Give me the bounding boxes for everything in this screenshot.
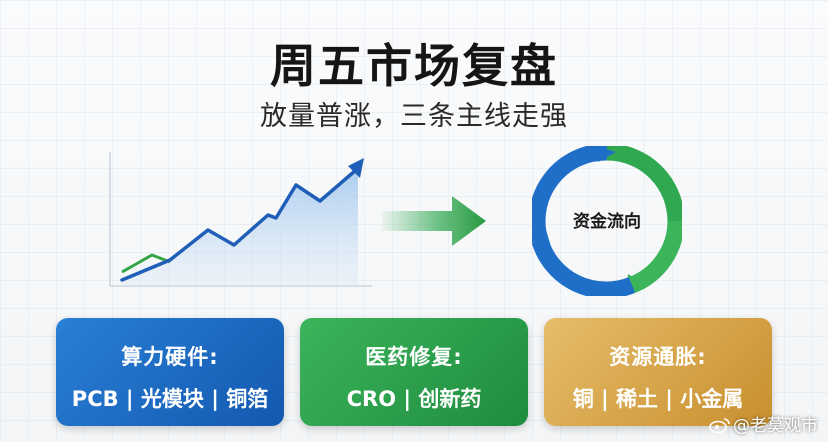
page-subtitle: 放量普涨，三条主线走强 — [260, 101, 568, 132]
card-body: PCB | 光模块 | 铜箔 — [71, 387, 269, 411]
card-body: 铜 | 稀土 | 小金属 — [572, 387, 744, 411]
page-title: 周五市场复盘 — [270, 39, 558, 93]
arrow-right-icon — [382, 192, 488, 250]
card-resource-inflation: 资源通胀: 铜 | 稀土 | 小金属 — [544, 318, 772, 426]
card-body: CRO | 创新药 — [346, 387, 482, 411]
weibo-icon — [709, 418, 730, 433]
cycle-arrows-icon — [528, 143, 685, 299]
card-title: 算力硬件: — [121, 345, 219, 369]
cycle-label: 资金流向 — [573, 212, 641, 232]
card-compute-hardware: 算力硬件: PCB | 光模块 | 铜箔 — [56, 318, 284, 426]
trend-up-arrow-icon — [109, 152, 372, 287]
card-title: 医药修复: — [365, 345, 463, 369]
watermark-text: @老莫观市 — [733, 416, 818, 436]
card-title: 资源通胀: — [609, 345, 707, 369]
card-pharma-recovery: 医药修复: CRO | 创新药 — [300, 318, 528, 426]
trend-chart-illustration — [108, 152, 372, 288]
watermark: @老莫观市 — [709, 411, 818, 436]
